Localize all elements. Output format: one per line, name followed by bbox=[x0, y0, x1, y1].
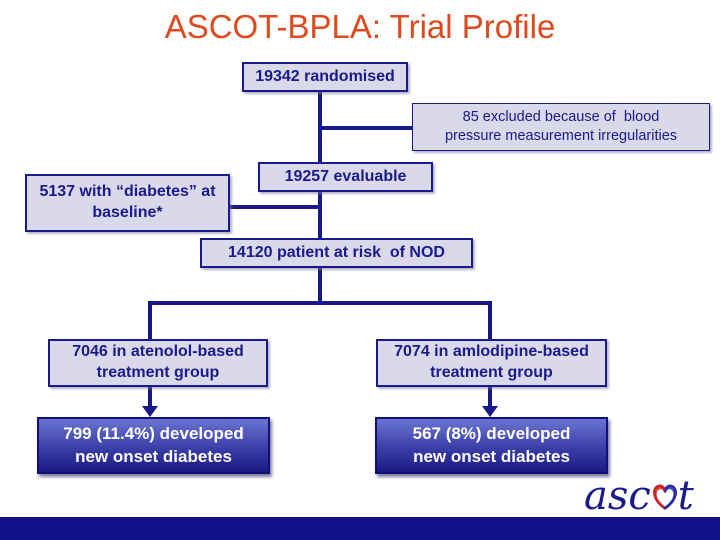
connector-split-to-atenolol bbox=[148, 301, 152, 339]
flow-box-evaluable: 19257 evaluable bbox=[258, 162, 433, 192]
connector-atrisk-to-split bbox=[318, 268, 322, 305]
ascot-logo-text-prefix: asc bbox=[584, 473, 651, 519]
flow-box-atenolol-outcome: 799 (11.4%) developed new onset diabetes bbox=[37, 417, 270, 474]
connector-branch-to-excluded bbox=[320, 126, 412, 130]
connector-split-to-amlodipine bbox=[488, 301, 492, 339]
flow-box-randomised: 19342 randomised bbox=[242, 62, 408, 92]
ascot-logo: asc t bbox=[584, 476, 694, 520]
arrow-stem-amlodipine-outcome bbox=[488, 387, 492, 407]
arrow-down-icon bbox=[142, 406, 158, 417]
flow-box-atenolol-group: 7046 in atenolol-based treatment group bbox=[48, 339, 268, 387]
slide-title: ASCOT-BPLA: Trial Profile bbox=[164, 8, 556, 45]
connector-split-horizontal bbox=[148, 301, 492, 305]
connector-branch-to-diabetes bbox=[230, 205, 320, 209]
heart-icon bbox=[650, 480, 680, 520]
ascot-logo-text-suffix: t bbox=[677, 473, 694, 519]
flow-box-amlodipine-group: 7074 in amlodipine-based treatment group bbox=[376, 339, 607, 387]
connector-evaluable-to-atrisk bbox=[318, 191, 322, 238]
flow-box-diabetes-baseline: 5137 with “diabetes” at baseline* bbox=[25, 174, 230, 232]
bottom-bar bbox=[0, 517, 720, 540]
arrow-down-icon bbox=[482, 406, 498, 417]
flow-box-excluded: 85 excluded because of blood pressure me… bbox=[412, 103, 710, 151]
flow-box-at-risk-nod: 14120 patient at risk of NOD bbox=[200, 238, 473, 268]
flow-box-amlodipine-outcome: 567 (8%) developed new onset diabetes bbox=[375, 417, 608, 474]
arrow-stem-atenolol-outcome bbox=[148, 387, 152, 407]
